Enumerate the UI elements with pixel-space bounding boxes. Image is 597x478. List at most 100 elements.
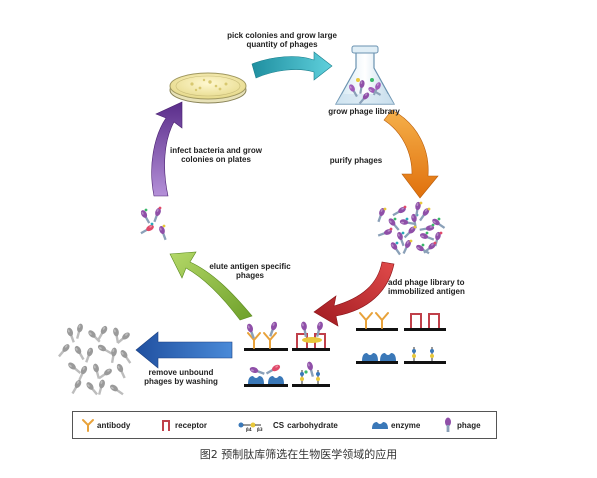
- unbound-phage: [75, 323, 83, 339]
- antigen-glyph: [302, 337, 322, 343]
- unbound-phage: [78, 365, 88, 381]
- eluted-phage: [140, 224, 154, 235]
- displayed-peptide: [144, 208, 148, 212]
- flask-phage: [359, 80, 365, 94]
- label-remove-unbound: remove unbound phages by washing: [136, 368, 226, 386]
- bound-phage: [301, 321, 308, 338]
- displayed-peptide: [409, 239, 413, 243]
- eluted-phage: [159, 225, 167, 241]
- displayed-peptide: [401, 231, 405, 235]
- displayed-peptide: [158, 206, 162, 210]
- eluted-phage: [140, 210, 151, 224]
- petri-dish: [169, 72, 247, 104]
- unbound-phage: [93, 363, 101, 379]
- enzyme-glyph: [380, 353, 396, 361]
- label-elute: elute antigen specific phages: [204, 262, 296, 280]
- displayed-peptide: [383, 207, 387, 211]
- label-grow-text: grow phage library: [328, 107, 400, 116]
- displayed-peptide: [405, 217, 409, 221]
- label-add-library: add phage library to immobilized antigen: [388, 278, 488, 296]
- cluster-phage: [423, 242, 436, 254]
- eluted-phage: [153, 207, 161, 223]
- arrow-purify-to-add: [313, 261, 395, 327]
- cluster-phage: [419, 225, 435, 231]
- antibody-glyph: [375, 312, 389, 329]
- receptor-icon: [162, 420, 170, 431]
- flask-phage: [358, 92, 370, 105]
- bound-phage: [269, 321, 278, 337]
- legend-carbohydrate-label: carbohydrate: [287, 420, 338, 430]
- flask-phage: [372, 82, 381, 96]
- unbound-phages: [58, 323, 132, 396]
- displayed-peptide: [439, 231, 443, 235]
- label-pick-colonies: pick colonies and grow large quantity of…: [224, 31, 340, 49]
- enzyme-icon: [372, 422, 388, 429]
- label-grow-library: grow phage library: [322, 107, 406, 116]
- cluster-phage: [397, 231, 405, 247]
- bound-phage: [249, 366, 265, 375]
- bound-phages: [246, 321, 326, 384]
- displayed-peptide: [395, 241, 399, 245]
- legend-antibody: antibody: [81, 412, 130, 438]
- arrow-wash: [135, 331, 233, 369]
- unbound-phage: [97, 379, 105, 395]
- antigen-receptors: [359, 312, 440, 361]
- arrow-elute: [169, 251, 253, 321]
- unbound-phage: [113, 327, 120, 344]
- cluster-phage: [419, 208, 430, 222]
- unbound-phage: [98, 368, 112, 380]
- displayed-peptide: [431, 223, 435, 227]
- legend-carbohydrate: β4 β3 CS carbohydrate: [237, 412, 338, 438]
- label-infect-text: infect bacteria and grow colonies on pla…: [169, 146, 263, 164]
- unbound-phage: [110, 347, 117, 364]
- cluster-phage: [399, 219, 415, 225]
- receptor-glyph: [410, 313, 422, 328]
- bound-phage: [246, 323, 255, 339]
- label-purify-text: purify phages: [329, 156, 383, 165]
- purified-phage-cluster: [377, 201, 446, 256]
- bound-phage: [315, 321, 323, 337]
- antibody-glyph: [247, 332, 261, 349]
- enzyme-glyph: [362, 353, 378, 361]
- label-purify: purify phages: [326, 156, 386, 165]
- binding-panel: [244, 321, 330, 387]
- displayed-peptide: [162, 224, 166, 228]
- cluster-phage: [415, 201, 421, 217]
- enzyme-glyph: [248, 376, 264, 384]
- bound-phage: [265, 364, 281, 375]
- displayed-peptide: [425, 231, 429, 235]
- cluster-phage: [402, 240, 411, 254]
- antibody-glyph: [359, 312, 373, 329]
- arrow-flask-to-purify: [383, 109, 439, 199]
- unbound-phage: [120, 350, 132, 364]
- legend-phage: phage: [441, 412, 481, 438]
- cluster-phage: [377, 207, 385, 223]
- displayed-peptide: [427, 207, 431, 211]
- unbound-phage: [68, 362, 82, 374]
- cluster-phage: [377, 229, 393, 237]
- displayed-peptide: [403, 205, 407, 209]
- carbohydrate-icon: β4 β3: [238, 422, 263, 432]
- displayed-peptide: [413, 225, 417, 229]
- svg-text:β3: β3: [257, 427, 263, 432]
- label-infect: infect bacteria and grow colonies on pla…: [168, 146, 264, 164]
- figure-caption: 图2 预制肽库筛选在生物医学领域的应用: [199, 448, 398, 461]
- label-remove-text: remove unbound phages by washing: [144, 368, 218, 386]
- unbound-phage: [86, 382, 98, 396]
- displayed-peptide: [393, 217, 397, 221]
- unbound-phage: [85, 347, 94, 363]
- legend-enzyme: enzyme: [371, 412, 420, 438]
- unbound-phage: [88, 330, 101, 343]
- arrow-pick-to-flask: [251, 51, 333, 81]
- cluster-phage: [390, 242, 401, 256]
- unbound-phage: [97, 344, 113, 355]
- label-pick-line: pick colonies and grow large quantity of…: [227, 31, 337, 49]
- unbound-phage: [58, 344, 70, 358]
- legend-phage-label: phage: [457, 420, 481, 430]
- label-add-text: add phage library to immobilized antigen: [388, 278, 465, 296]
- displayed-peptide: [437, 217, 441, 221]
- legend-glycan-glyphs: CS: [273, 420, 285, 430]
- legend-receptor-label: receptor: [175, 420, 208, 430]
